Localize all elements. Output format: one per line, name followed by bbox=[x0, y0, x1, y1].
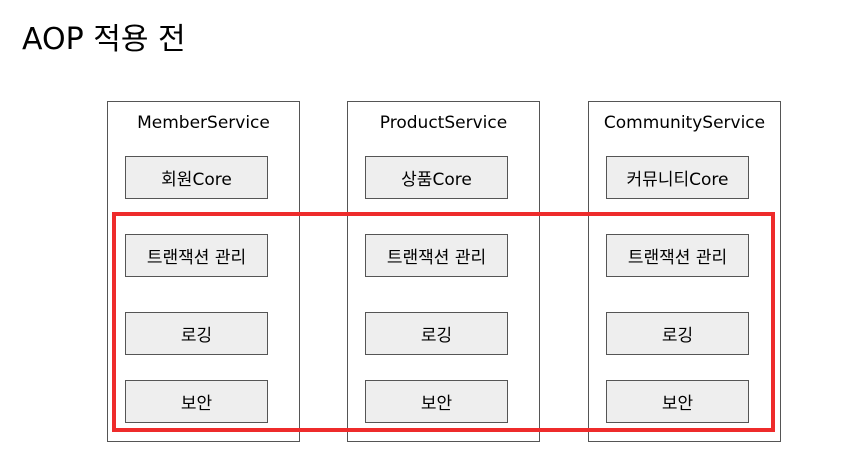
transaction-box: 트랜잭션 관리 bbox=[125, 234, 268, 277]
logging-box: 로깅 bbox=[125, 312, 268, 355]
transaction-box: 트랜잭션 관리 bbox=[365, 234, 508, 277]
transaction-box: 트랜잭션 관리 bbox=[606, 234, 749, 277]
core-box: 상품Core bbox=[365, 156, 508, 199]
core-box: 커뮤니티Core bbox=[606, 156, 749, 199]
service-community: CommunityService 커뮤니티Core 트랜잭션 관리 로깅 보안 bbox=[588, 101, 781, 442]
service-member: MemberService 회원Core 트랜잭션 관리 로깅 보안 bbox=[107, 101, 300, 442]
logging-box: 로깅 bbox=[606, 312, 749, 355]
page-title: AOP 적용 전 bbox=[22, 22, 186, 57]
service-name: ProductService bbox=[379, 113, 508, 133]
core-box: 회원Core bbox=[125, 156, 268, 199]
service-name: MemberService bbox=[137, 113, 270, 133]
security-box: 보안 bbox=[365, 380, 508, 423]
security-box: 보안 bbox=[606, 380, 749, 423]
logging-box: 로깅 bbox=[365, 312, 508, 355]
service-name: CommunityService bbox=[603, 113, 766, 133]
security-box: 보안 bbox=[125, 380, 268, 423]
service-product: ProductService 상품Core 트랜잭션 관리 로깅 보안 bbox=[347, 101, 540, 442]
